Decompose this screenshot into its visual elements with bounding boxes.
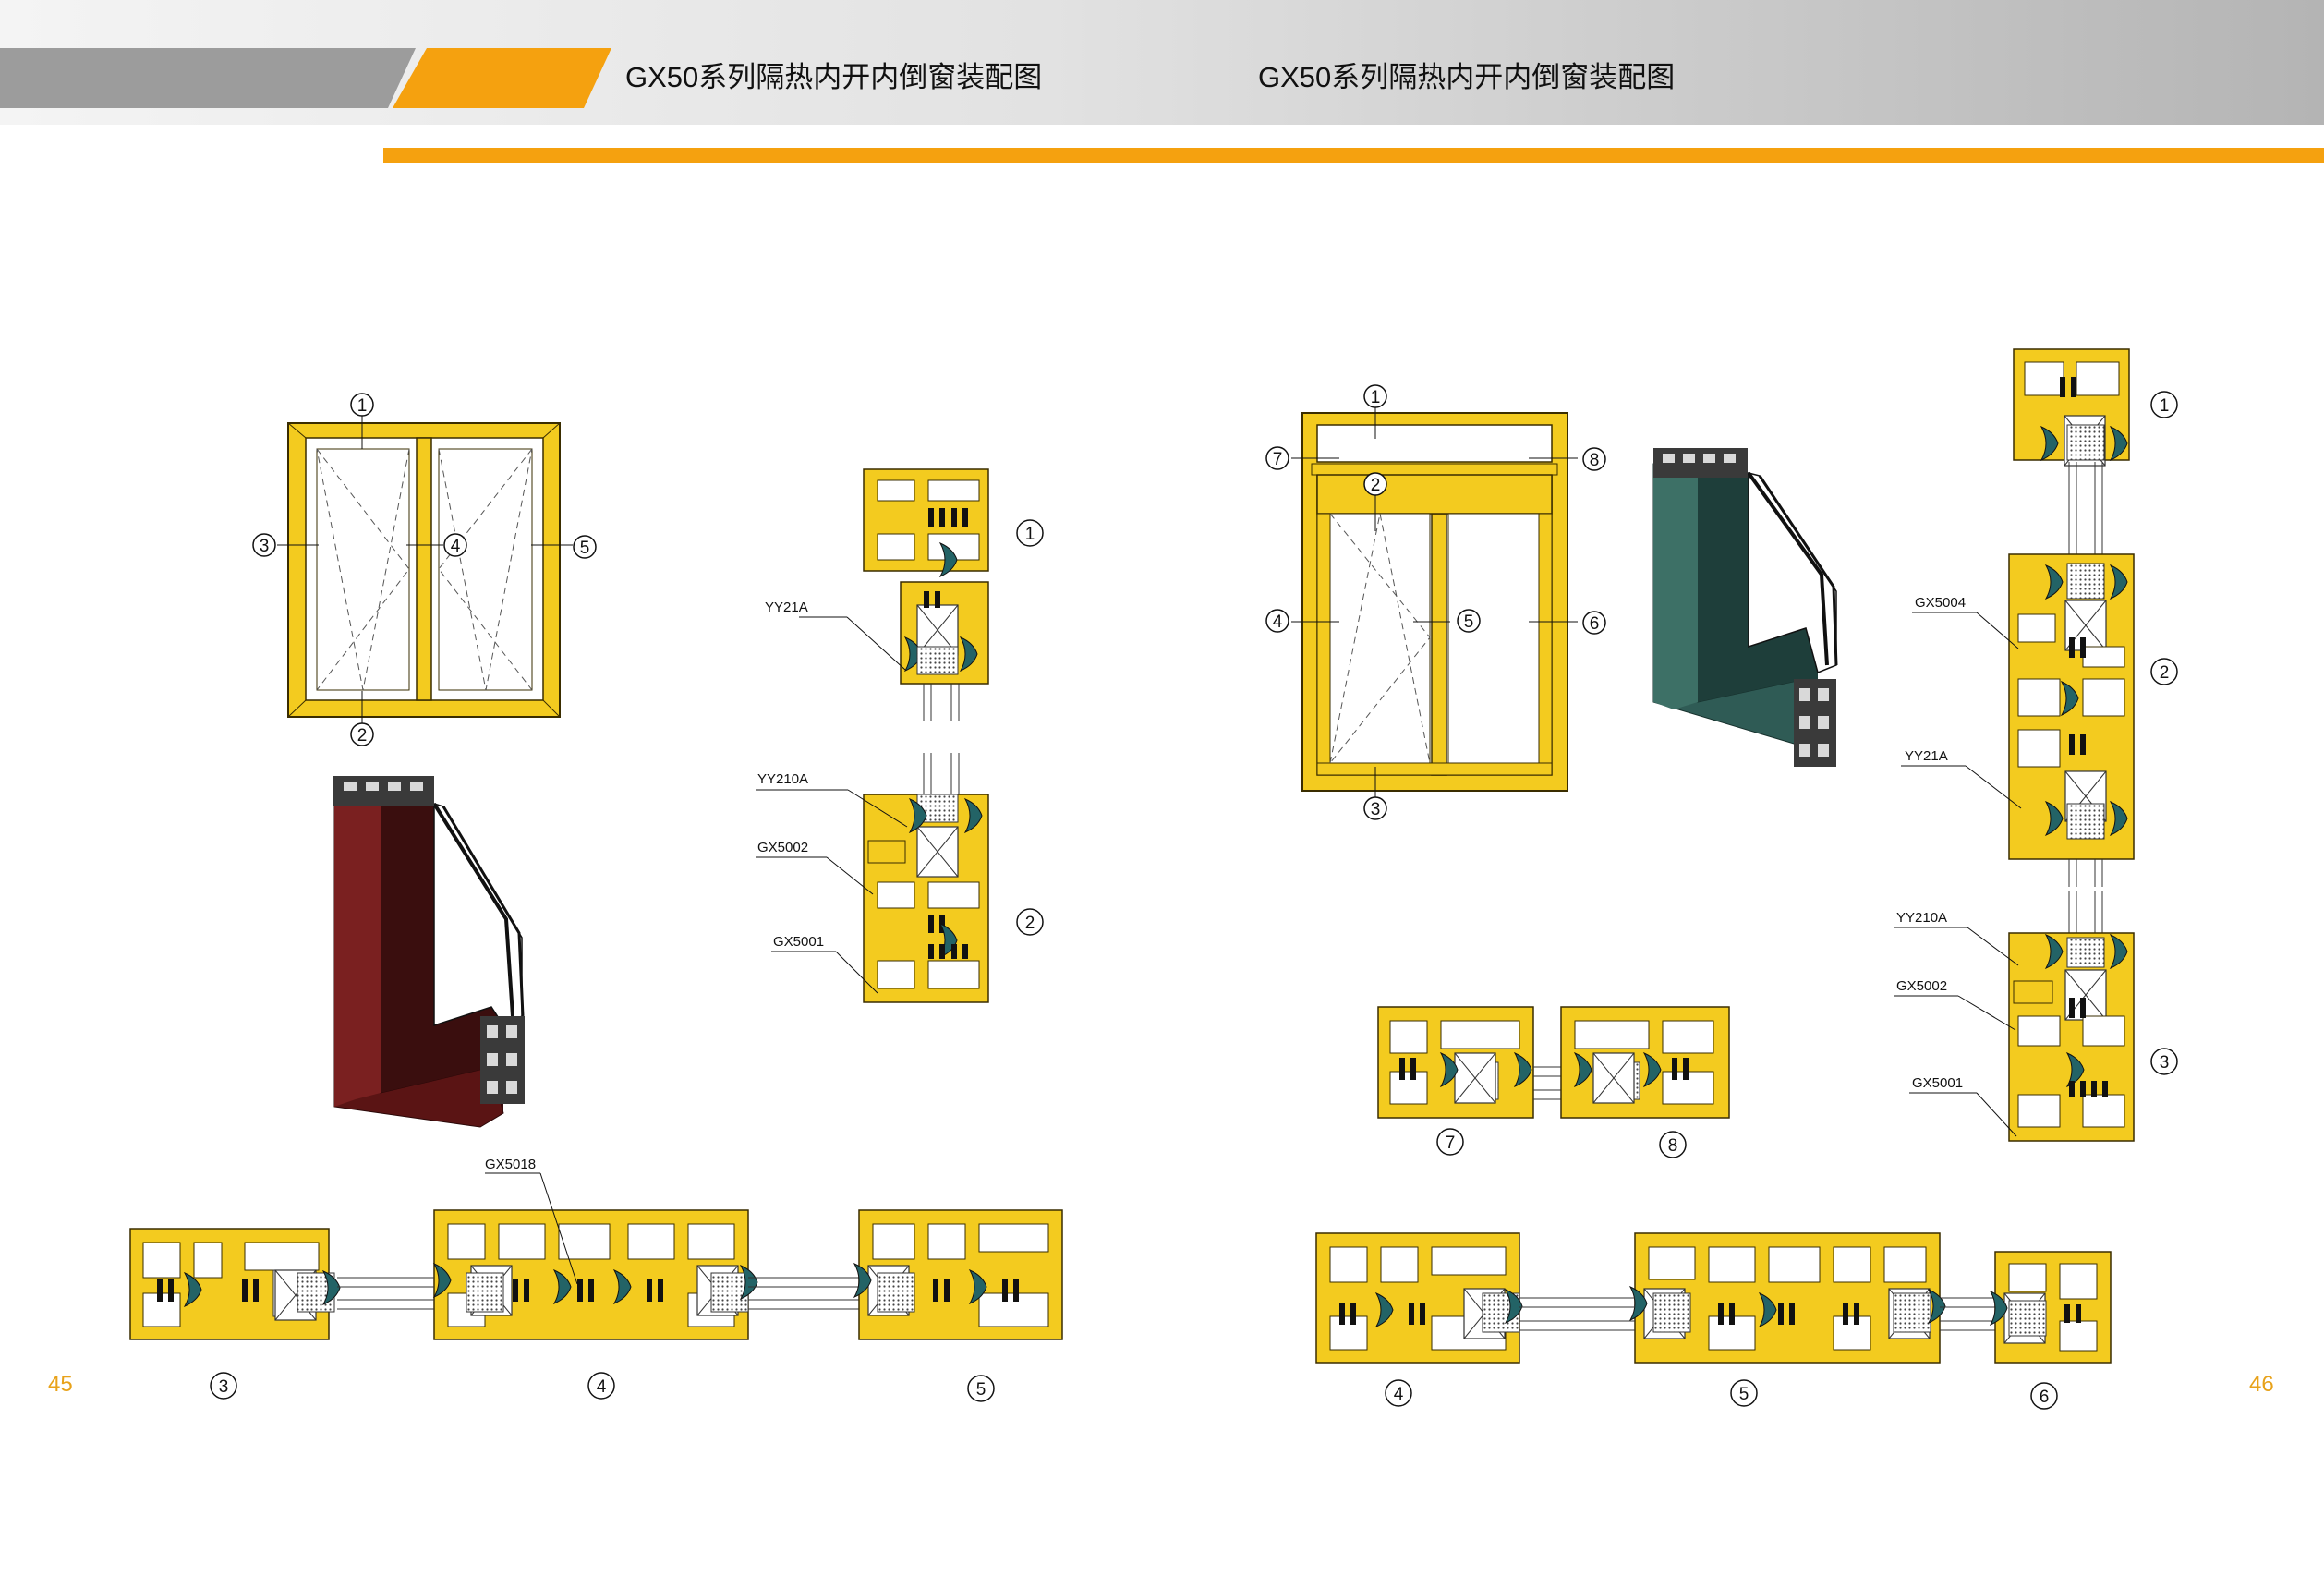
marker: 8 — [1590, 451, 1600, 470]
header-orange-rule — [383, 148, 2324, 163]
marker: 8 — [1668, 1136, 1678, 1156]
part-label: GX5001 — [773, 934, 824, 950]
part-label: GX5002 — [757, 840, 808, 855]
right-vertical-section — [2008, 348, 2135, 1142]
marker: 1 — [357, 396, 368, 416]
marker: 3 — [219, 1377, 229, 1397]
marker: 4 — [597, 1377, 607, 1397]
page-title-left: GX50系列隔热内开内倒窗装配图 — [625, 61, 1043, 93]
header-orange-tab — [393, 48, 611, 108]
right-elevation-markers: 1 2 3 4 5 6 7 8 — [1265, 384, 1606, 820]
marker: 5 — [976, 1380, 986, 1400]
part-label: GX5004 — [1915, 595, 1966, 611]
right-window-elevation — [1291, 404, 1578, 799]
page-number-right: 46 — [2249, 1372, 2274, 1397]
page-title-right: GX50系列隔热内开内倒窗装配图 — [1258, 61, 1676, 93]
marker: 5 — [580, 539, 590, 558]
header-gray-tab — [0, 48, 416, 108]
marker: 3 — [1371, 800, 1381, 819]
marker: 2 — [2160, 663, 2170, 683]
part-label: YY210A — [1896, 910, 1947, 926]
marker: 3 — [2160, 1053, 2170, 1073]
part-label: GX5018 — [485, 1157, 536, 1172]
marker: 4 — [1394, 1385, 1404, 1404]
part-label: YY210A — [757, 771, 808, 787]
right-vertical-callouts: 1 2 3 GX5004 YY21A YY210A GX5002 GX5001 — [1894, 391, 2178, 1137]
left-vertical-section — [863, 468, 989, 1003]
marker: 7 — [1273, 450, 1283, 469]
marker: 4 — [451, 537, 461, 556]
marker: 4 — [1273, 612, 1283, 632]
right-horizontal-section — [1315, 1232, 2112, 1364]
marker: 5 — [1739, 1385, 1749, 1404]
right-profile-render — [1652, 448, 1838, 767]
left-horizontal-section — [129, 1209, 1063, 1340]
marker: 1 — [1025, 525, 1035, 544]
marker: 2 — [1025, 914, 1035, 933]
right-small-sections: 7 8 — [1377, 1006, 1730, 1158]
marker: 1 — [1371, 388, 1381, 407]
marker: 1 — [2160, 396, 2170, 416]
marker: 6 — [2040, 1388, 2050, 1407]
part-label: GX5001 — [1912, 1075, 1963, 1091]
part-label: YY21A — [1905, 748, 1948, 764]
left-profile-render — [333, 776, 525, 1128]
left-horizontal-callouts: GX5018 3 4 5 — [210, 1157, 995, 1402]
page-number-left: 45 — [48, 1372, 73, 1397]
marker: 6 — [1590, 614, 1600, 634]
marker: 2 — [357, 726, 368, 746]
right-horizontal-callouts: 4 5 6 — [1385, 1379, 2058, 1410]
part-label: GX5002 — [1896, 978, 1947, 994]
marker: 2 — [1371, 476, 1381, 495]
marker: 3 — [260, 537, 270, 556]
left-window-elevation — [277, 414, 573, 725]
left-vertical-callouts: YY21A YY210A GX5002 GX5001 1 2 — [756, 519, 1044, 994]
marker: 5 — [1464, 612, 1474, 632]
marker: 7 — [1446, 1133, 1456, 1153]
part-label: YY21A — [765, 600, 808, 615]
left-elevation-markers: 1 2 3 4 5 — [252, 393, 597, 746]
